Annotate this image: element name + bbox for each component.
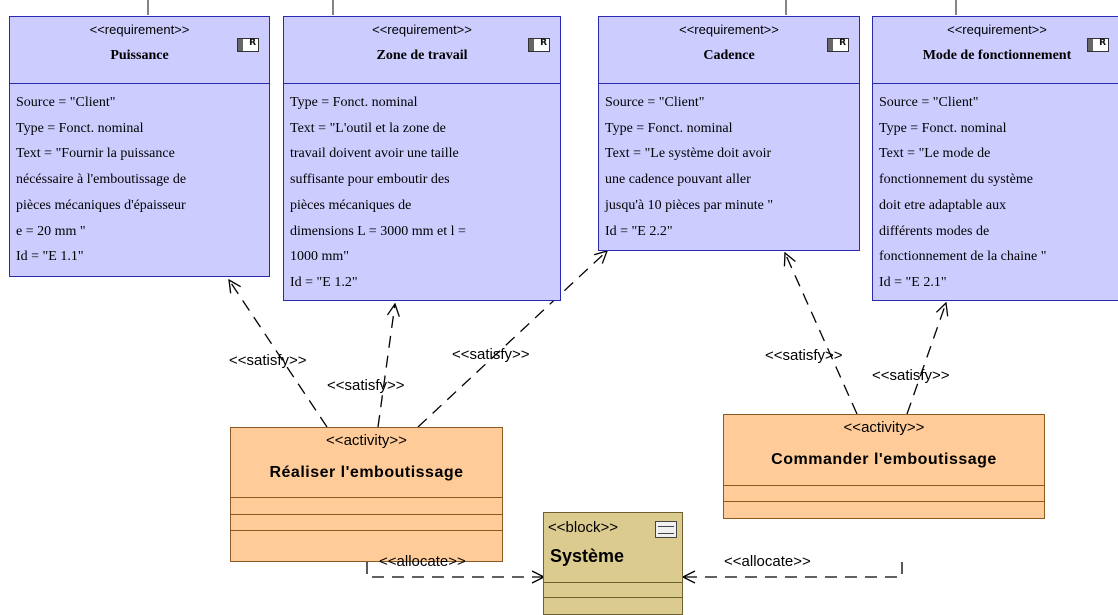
requirement-body: Source = "Client" Type = Fonct. nominal …	[10, 84, 269, 270]
requirement-line: Text = "Fournir la puissance	[16, 146, 175, 162]
requirement-body: Type = Fonct. nominal Text = "L'outil et…	[284, 84, 560, 296]
requirement-line: Type = Fonct. nominal	[605, 120, 733, 136]
requirement-line: Text = "Le système doit avoir	[605, 146, 772, 162]
requirement-stereotype: <<requirement>>	[947, 22, 1047, 37]
requirement-line: Text = "L'outil et la zone de	[290, 120, 446, 136]
requirement-line: Source = "Client"	[605, 95, 705, 110]
requirement-header: <<requirement>> Puissance	[10, 17, 269, 84]
requirement-line: Type = Fonct. nominal	[879, 120, 1007, 136]
requirement-line: jusqu'à 10 pièces par minute "	[605, 197, 774, 213]
requirement-line: fonctionnement de la chaine "	[879, 249, 1047, 265]
requirement-icon	[528, 38, 550, 52]
requirement-line: 1000 mm"	[290, 249, 349, 265]
requirement-stereotype: <<requirement>>	[89, 22, 190, 37]
requirement-cadence[interactable]: <<requirement>> Cadence Source = "Client…	[598, 16, 860, 251]
satisfy-link-cadence-2	[785, 253, 858, 415]
satisfy-link-puissance	[229, 280, 328, 428]
requirement-line: différents modes de	[879, 223, 990, 239]
requirement-mode-de-fonctionnement[interactable]: <<requirement>> Mode de fonctionnement S…	[872, 16, 1118, 301]
allocate-link-left	[366, 562, 544, 577]
requirement-line: suffisante pour emboutir des	[290, 172, 450, 188]
requirement-header: <<requirement>> Zone de travail	[284, 17, 560, 84]
requirement-body: Source = "Client" Type = Fonct. nominal …	[599, 84, 859, 244]
activity-stereotype: <<activity>>	[843, 419, 925, 436]
requirement-line: Source = "Client"	[16, 95, 116, 110]
requirement-icon	[827, 38, 849, 52]
block-name: Système	[550, 546, 625, 566]
allocate-link-right	[683, 562, 903, 577]
block-divider	[544, 582, 682, 583]
satisfy-link-cadence	[417, 251, 607, 428]
activity-stereotype: <<activity>>	[326, 432, 407, 449]
requirement-line: pièces mécaniques d'épaisseur	[16, 197, 186, 213]
allocate-label: <<allocate>>	[724, 553, 811, 570]
requirement-line: pièces mécaniques de	[290, 197, 412, 213]
satisfy-label: <<satisfy>>	[452, 346, 530, 363]
activity-divider	[724, 485, 1044, 486]
block-systeme[interactable]: <<block>> Système	[543, 512, 683, 615]
requirement-icon	[1087, 38, 1109, 52]
requirement-line: Type = Fonct. nominal	[290, 95, 418, 110]
satisfy-label: <<satisfy>>	[872, 367, 950, 384]
requirement-line: doit etre adaptable aux	[879, 197, 1007, 213]
requirement-zone-de-travail[interactable]: <<requirement>> Zone de travail Type = F…	[283, 16, 561, 301]
requirement-line: Id = "E 1.2"	[290, 274, 358, 290]
activity-divider	[724, 501, 1044, 502]
requirement-puissance[interactable]: <<requirement>> Puissance Source = "Clie…	[9, 16, 270, 277]
activity-divider	[231, 530, 502, 531]
satisfy-label: <<satisfy>>	[765, 347, 843, 364]
requirement-line: travail doivent avoir une taille	[290, 146, 459, 162]
allocate-label: <<allocate>>	[379, 553, 466, 570]
requirement-body: Source = "Client" Type = Fonct. nominal …	[873, 84, 1118, 296]
activity-divider	[231, 497, 502, 498]
requirement-line: Source = "Client"	[879, 95, 979, 110]
block-icon	[655, 521, 677, 538]
requirement-header: <<requirement>> Mode de fonctionnement	[873, 17, 1118, 84]
activity-divider	[231, 514, 502, 515]
block-stereotype: <<block>>	[548, 519, 619, 536]
activity-name: Commander l'emboutissage	[771, 451, 997, 468]
requirement-line: e = 20 mm "	[16, 223, 86, 239]
satisfy-label: <<satisfy>>	[327, 377, 405, 394]
activity-name: Réaliser l'emboutissage	[269, 464, 464, 481]
requirement-name: Cadence	[703, 48, 755, 63]
activity-realiser-emboutissage[interactable]: <<activity>> Réaliser l'emboutissage	[230, 427, 503, 562]
requirement-header: <<requirement>> Cadence	[599, 17, 859, 84]
block-divider	[544, 597, 682, 598]
requirement-line: Id = "E 2.2"	[605, 223, 673, 239]
satisfy-label: <<satisfy>>	[229, 352, 307, 369]
requirement-name: Mode de fonctionnement	[922, 48, 1072, 63]
satisfy-link-zone	[377, 304, 395, 428]
requirement-stereotype: <<requirement>>	[679, 22, 779, 37]
requirement-line: Text = "Le mode de	[879, 146, 991, 162]
requirement-line: dimensions L = 3000 mm et l =	[290, 223, 466, 239]
requirement-line: Id = "E 1.1"	[16, 249, 84, 265]
requirement-line: fonctionnement du système	[879, 172, 1033, 188]
requirement-line: une cadence pouvant aller	[605, 172, 751, 188]
requirement-name: Puissance	[110, 48, 169, 63]
requirement-name: Zone de travail	[376, 48, 468, 63]
satisfy-link-mode	[906, 303, 946, 415]
activity-commander-emboutissage[interactable]: <<activity>> Commander l'emboutissage	[723, 414, 1045, 519]
requirement-stereotype: <<requirement>>	[372, 22, 472, 37]
requirement-icon	[237, 38, 259, 52]
requirement-line: nécéssaire à l'emboutissage de	[16, 172, 187, 188]
requirement-line: Id = "E 2.1"	[879, 274, 947, 290]
requirement-line: Type = Fonct. nominal	[16, 120, 144, 136]
